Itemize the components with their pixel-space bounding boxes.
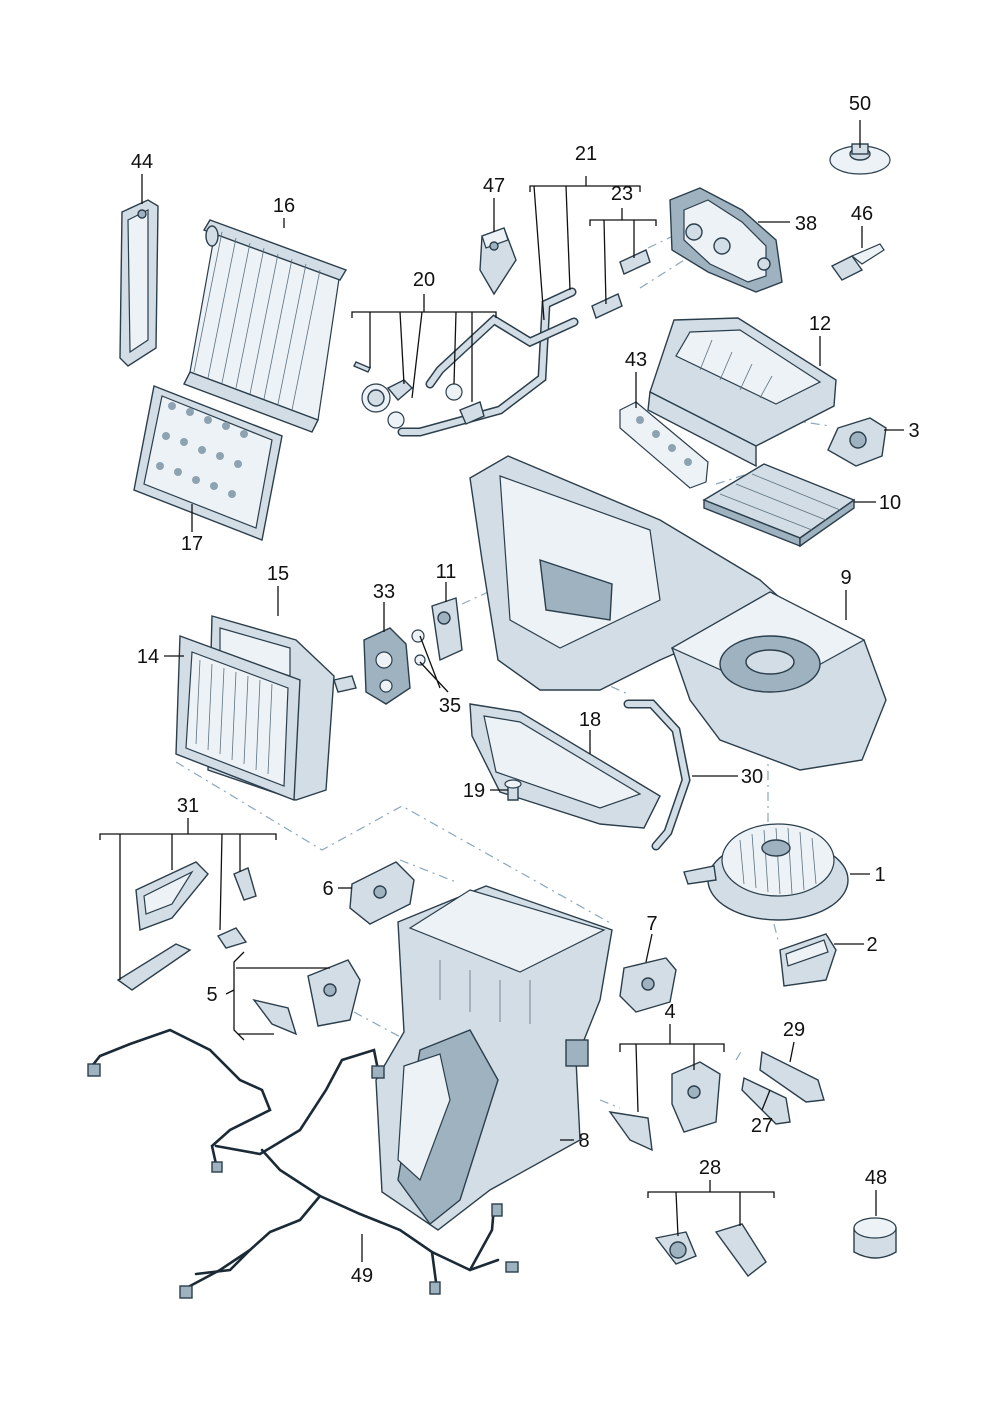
callout-50: 50 — [849, 93, 871, 115]
callout-10: 10 — [879, 492, 901, 514]
callout-29: 29 — [783, 1019, 805, 1041]
part-5-actuator-shaft — [252, 959, 361, 1036]
callout-46: 46 — [851, 203, 873, 225]
part-35-seal-rings — [411, 629, 426, 666]
part-16-heater-core — [183, 219, 348, 433]
callout-3: 3 — [908, 420, 919, 442]
part-38-seal-plate — [669, 187, 783, 293]
callout-2: 2 — [866, 934, 877, 956]
callout-17: 17 — [181, 533, 203, 555]
part-31-lever-linkage — [116, 861, 257, 991]
part-8-lower-housing — [375, 885, 613, 1231]
callout-48: 48 — [865, 1167, 887, 1189]
callout-30: 30 — [741, 766, 763, 788]
callout-44: 44 — [131, 151, 153, 173]
callout-8: 8 — [578, 1130, 589, 1152]
callout-6: 6 — [322, 878, 333, 900]
part-48-cap — [853, 1217, 897, 1259]
part-9-upper-housing — [469, 455, 887, 771]
part-2-cover — [779, 933, 837, 987]
callout-14: 14 — [137, 646, 159, 668]
part-14-evaporator-frame — [175, 635, 357, 802]
callout-18: 18 — [579, 709, 601, 731]
part-47-valve-block — [479, 227, 517, 296]
callout-1: 1 — [874, 864, 885, 886]
callout-38: 38 — [795, 213, 817, 235]
part-23-fittings — [591, 249, 651, 319]
leader-lines — [99, 120, 904, 1262]
callout-28: 28 — [699, 1157, 721, 1179]
callout-49: 49 — [351, 1265, 373, 1287]
callout-27: 27 — [751, 1115, 773, 1137]
callout-35: 35 — [439, 695, 461, 717]
part-44-bracket — [119, 199, 159, 367]
callout-33: 33 — [373, 581, 395, 603]
part-49-wiring-harness — [87, 1028, 519, 1299]
part-29-sensor — [759, 1050, 825, 1103]
part-19-screw — [504, 779, 522, 801]
part-46-stud — [830, 243, 885, 281]
callout-15: 15 — [267, 563, 289, 585]
callout-31: 31 — [177, 795, 199, 817]
callout-23: 23 — [611, 183, 633, 205]
callout-43: 43 — [625, 349, 647, 371]
callout-5: 5 — [206, 984, 217, 1006]
part-17-heater-frame — [133, 385, 283, 541]
part-11-expansion-valve — [431, 597, 463, 662]
part-10-pollen-filter — [702, 463, 856, 548]
callout-4: 4 — [664, 1001, 675, 1023]
callout-9: 9 — [840, 567, 851, 589]
part-50-nut — [829, 143, 891, 175]
part-30-drain-hose — [623, 699, 691, 851]
callout-12: 12 — [809, 313, 831, 335]
part-12-housing-top — [647, 317, 837, 468]
part-3-actuator — [827, 417, 887, 467]
callout-20: 20 — [413, 269, 435, 291]
callout-47: 47 — [483, 175, 505, 197]
part-28-clips — [654, 1223, 767, 1277]
callout-16: 16 — [273, 195, 295, 217]
part-18-duct-cover — [469, 703, 661, 829]
part-7-actuator — [619, 957, 677, 1013]
callout-7: 7 — [646, 913, 657, 935]
part-6-actuator — [349, 861, 415, 925]
part-4-actuator-shaft — [608, 1061, 721, 1152]
callout-19: 19 — [463, 780, 485, 802]
part-21-coolant-pipes — [397, 287, 579, 437]
part-1-blower-motor — [683, 823, 849, 921]
callout-11: 11 — [436, 561, 457, 583]
part-33-flange — [363, 627, 411, 705]
part-20-clips-seals — [353, 361, 485, 429]
callout-21: 21 — [575, 143, 597, 165]
callout-labels: 50 44 16 21 47 23 38 46 20 12 43 3 10 17… — [131, 93, 920, 1287]
